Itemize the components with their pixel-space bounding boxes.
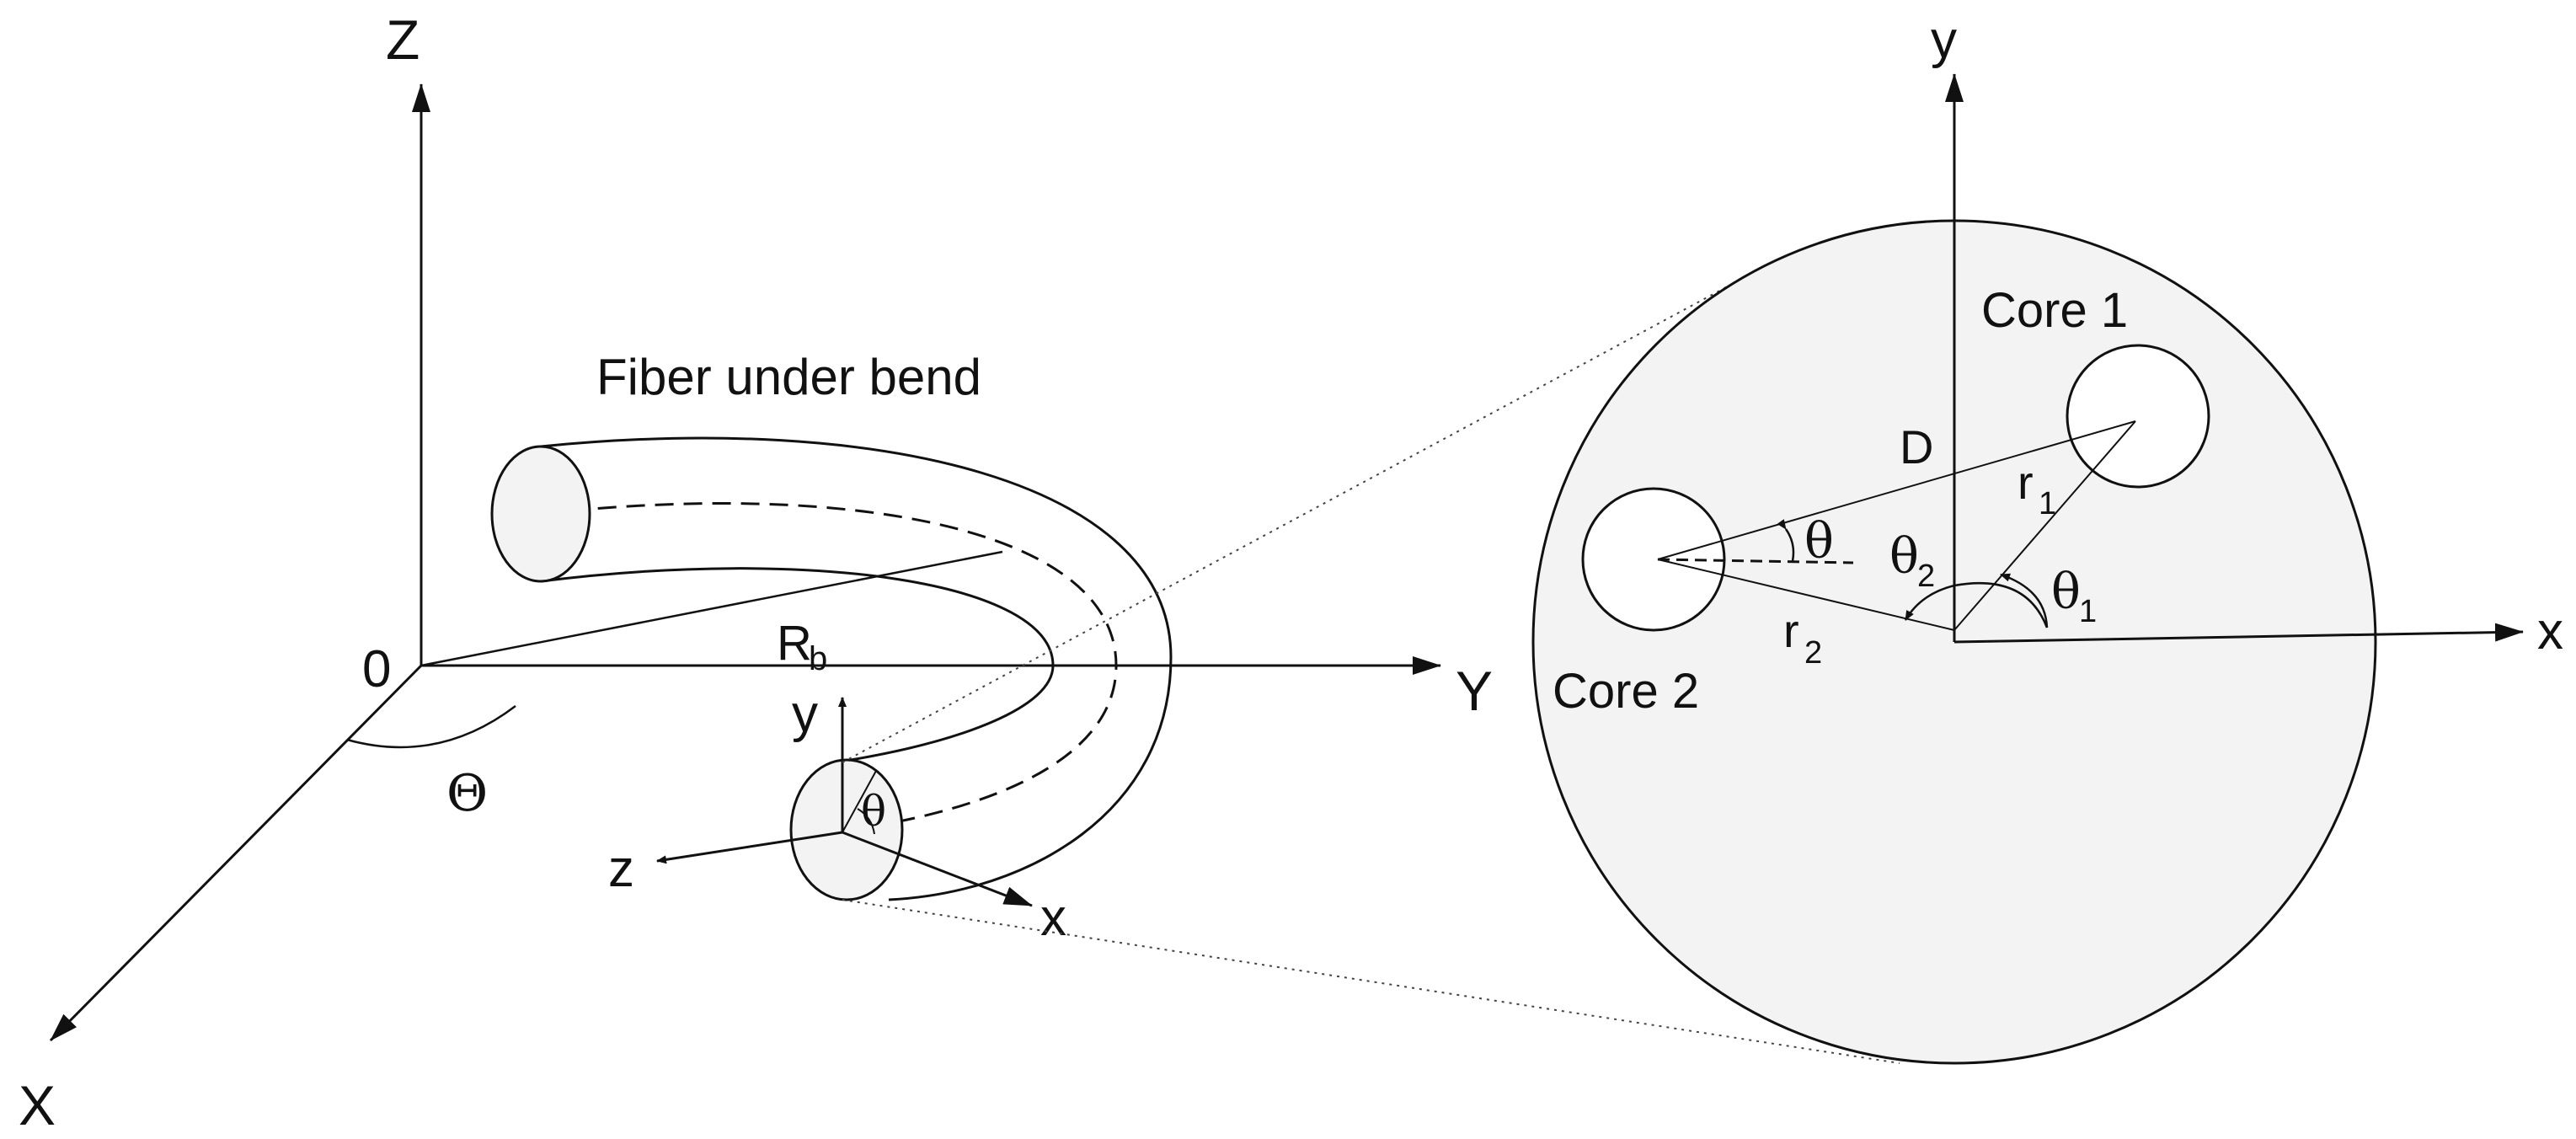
global-y-label: Y (1456, 660, 1493, 722)
r1-sub: 1 (2039, 486, 2056, 521)
bend-angle-arc (346, 705, 516, 749)
theta-reference-line (1657, 558, 1854, 564)
local-angle-line (842, 770, 877, 833)
fiber-inner-edge (540, 567, 1055, 762)
distance-label: D (1900, 420, 1933, 473)
local-frame: y z x θ (608, 685, 1066, 947)
local-angle-arc (857, 808, 875, 835)
bend-radius-label: R (777, 616, 812, 671)
fiber-caption: Fiber under bend (596, 349, 981, 405)
distance-line (1657, 420, 2136, 560)
projection-line-top (842, 281, 1736, 763)
global-x-axis (49, 664, 423, 1042)
core-1-label: Core 1 (1981, 283, 2128, 338)
local-cross-section (789, 758, 904, 901)
r2-label: r (1783, 604, 1799, 657)
theta2-arc (1904, 582, 2049, 628)
section-x-axis (1953, 623, 2524, 644)
theta-label: θ (1804, 512, 1834, 570)
local-angle-label: θ (861, 787, 886, 836)
core-1 (2066, 344, 2210, 489)
bend-radius-line (420, 550, 1003, 667)
theta2-sub: 2 (1917, 559, 1935, 594)
local-x-label: x (1040, 889, 1066, 947)
theta-arc (1777, 519, 1795, 562)
global-x-label: X (19, 1074, 56, 1136)
r2-sub: 2 (1804, 635, 1822, 671)
global-z-label: Z (386, 8, 420, 71)
r1-line (1953, 420, 2136, 631)
bend-angle-label: Θ (446, 764, 488, 823)
local-z-label: z (608, 840, 634, 898)
bent-fiber: R b Fiber under bend (420, 349, 1173, 901)
section-x-label: x (2537, 602, 2563, 660)
core-2-label: Core 2 (1553, 664, 1699, 719)
fiber-end-cap (490, 445, 591, 583)
cross-section-detail: y x Core 1 Core 2 D r 1 r 2 θ θ 1 θ 2 (1531, 11, 2563, 1065)
theta1-label: θ (2051, 563, 2081, 620)
section-y-label: y (1931, 11, 1957, 69)
r2-line (1657, 559, 1955, 631)
bend-radius-sub: b (809, 640, 827, 677)
fiber-centerline (540, 502, 1118, 832)
theta1-arc (2000, 573, 2049, 628)
local-y-label: y (792, 685, 818, 743)
local-x-axis (842, 831, 1033, 907)
local-z-axis (656, 831, 843, 864)
origin-label: 0 (362, 640, 391, 698)
r1-label: r (2018, 456, 2034, 509)
fiber-outer-edge (540, 436, 1173, 901)
theta2-label: θ (1889, 527, 1919, 585)
global-axes: Z Y X 0 Θ (19, 8, 1493, 1136)
theta1-sub: 1 (2079, 594, 2097, 629)
